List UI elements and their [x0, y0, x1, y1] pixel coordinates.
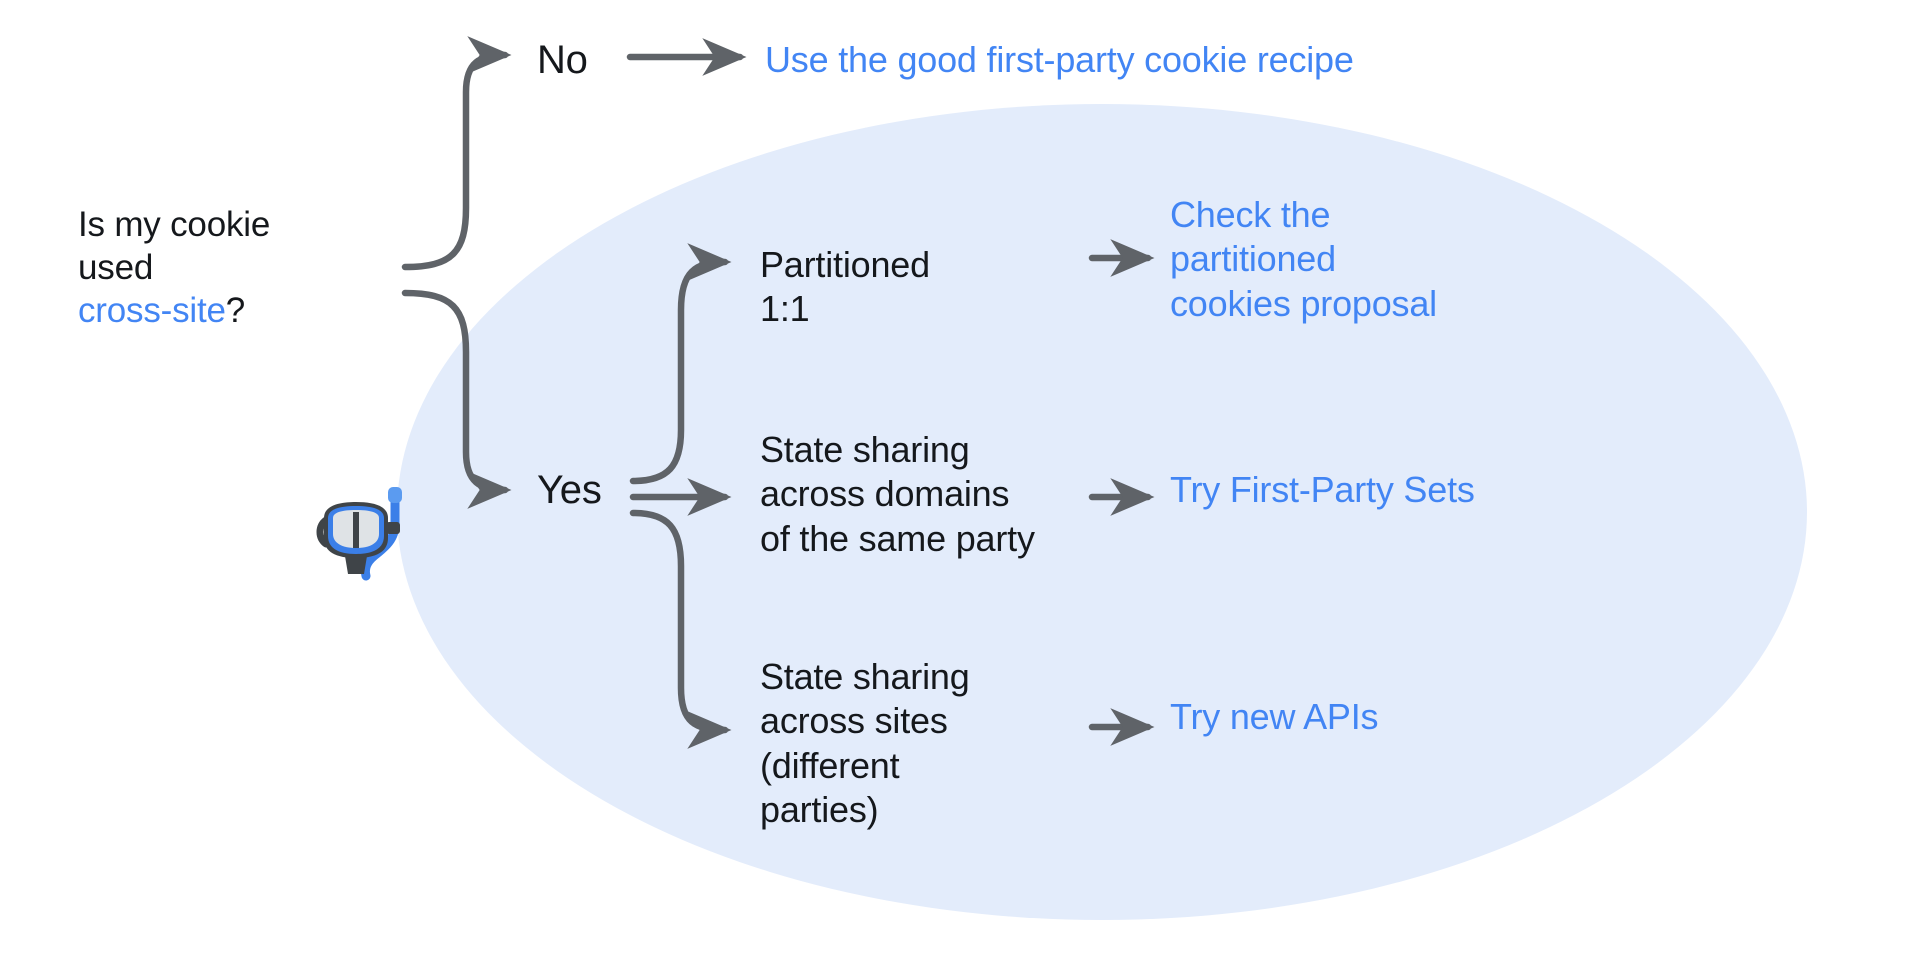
question-node: Is my cookie used cross-site?	[78, 203, 378, 332]
outcome-first-party-sets[interactable]: Try First-Party Sets	[1170, 469, 1475, 510]
question-line-1: Is my cookie	[78, 205, 271, 244]
branch-label-yes: Yes	[537, 468, 602, 512]
connector-question-to-yes	[401, 289, 512, 509]
outcome-first-party-cookie-recipe[interactable]: Use the good first-party cookie recipe	[765, 39, 1354, 80]
connector-yes-to-state-sites	[629, 509, 732, 749]
highlight-ellipse	[397, 104, 1807, 920]
outcome-partitioned-cookies-proposal[interactable]: Check the partitioned cookies proposal	[1170, 194, 1437, 324]
connector-yes-to-partitioned	[629, 243, 732, 485]
condition-partitioned: Partitioned 1:1	[760, 244, 930, 330]
condition-state-sharing-domains: State sharing across domains of the same…	[760, 429, 1035, 559]
cross-site-link[interactable]: cross-site	[78, 291, 226, 331]
condition-state-sharing-sites: State sharing across sites (different pa…	[760, 656, 970, 830]
diving-mask-icon	[312, 478, 420, 586]
branch-label-no: No	[537, 38, 588, 82]
question-suffix: ?	[225, 291, 246, 331]
connector-question-to-no	[401, 36, 512, 271]
outcome-new-apis[interactable]: Try new APIs	[1170, 696, 1379, 737]
question-line-2: used	[78, 248, 154, 288]
